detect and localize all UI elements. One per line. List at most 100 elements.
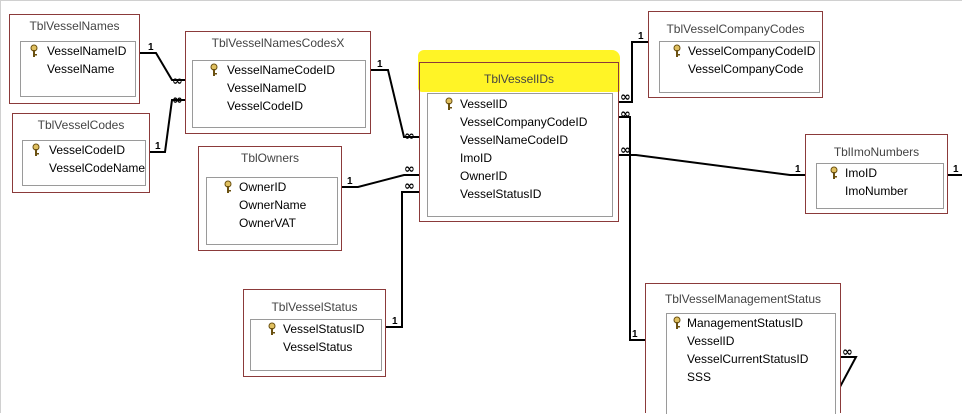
field-vessel-id[interactable]: VesselID [428,95,612,113]
primary-key-icon [32,143,40,156]
primary-key-icon [268,322,276,335]
field-label: VesselNameCodeID [227,63,336,77]
field-label: SSS [687,370,712,384]
table-vessel-names[interactable]: TblVesselNames VesselNameID VesselName [9,14,140,104]
card-one: 1 [392,316,398,327]
card-many: ∞ [620,143,631,158]
card-one: 1 [155,141,161,152]
table-title: TblOwners [240,151,299,165]
field-label: VesselCompanyCode [688,62,804,76]
rel-company-to-ids[interactable] [618,41,648,103]
card-one: 1 [638,31,644,42]
field-vessel-current-status-id[interactable]: VesselCurrentStatusID [667,350,835,368]
rel-names-to-x[interactable] [138,52,186,81]
table-title: TblVesselIDs [483,72,555,86]
field-label: VesselCurrentStatusID [687,352,809,366]
field-label: VesselCodeName [49,161,146,175]
field-vessel-name-id[interactable]: VesselNameID [193,79,365,97]
table-title: TblVesselStatus [271,300,358,314]
field-label: OwnerID [239,180,287,194]
field-vessel-name[interactable]: VesselName [21,60,135,78]
canvas-top-border [0,0,962,1]
table-imo-numbers[interactable]: TblImoNumbers ImoID ImoNumber [805,134,948,214]
field-label: ImoID [460,151,493,165]
field-list: VesselStatusID VesselStatus [250,319,382,371]
table-title: TblVesselNamesCodesX [211,36,345,50]
field-vessel-status-id[interactable]: VesselStatusID [428,185,612,203]
field-label: VesselCompanyCodeID [688,44,816,58]
field-vessel-name-id[interactable]: VesselNameID [21,42,135,60]
field-owner-vat[interactable]: OwnerVAT [207,214,337,232]
primary-key-icon [210,63,218,76]
field-vessel-id[interactable]: VesselID [667,332,835,350]
card-many: ∞ [172,93,183,108]
field-label: VesselNameID [47,44,127,58]
field-vessel-company-code-id[interactable]: VesselCompanyCodeID [428,113,612,131]
field-list: ImoID ImoNumber [816,163,944,209]
rel-imo-to-ids[interactable] [618,154,806,176]
field-imo-id[interactable]: ImoID [817,164,943,182]
card-one: 1 [632,329,638,340]
table-vessel-status[interactable]: TblVesselStatus VesselStatusID VesselSta… [243,289,386,377]
field-label: VesselCompanyCodeID [460,115,588,129]
field-vessel-name-code-id[interactable]: VesselNameCodeID [428,131,612,149]
field-label: VesselNameCodeID [460,133,569,147]
field-imo-id[interactable]: ImoID [428,149,612,167]
field-vessel-name-code-id[interactable]: VesselNameCodeID [193,61,365,79]
field-list: VesselNameID VesselName [20,41,136,97]
table-vessel-codes[interactable]: TblVesselCodes VesselCodeID VesselCodeNa… [12,113,150,193]
field-vessel-code-name[interactable]: VesselCodeName [23,159,145,177]
card-many: ∞ [404,179,415,194]
field-owner-id[interactable]: OwnerID [207,178,337,196]
field-label: ManagementStatusID [687,316,804,330]
field-label: VesselCodeID [49,143,126,157]
table-vessel-company-codes[interactable]: TblVesselCompanyCodes VesselCompanyCodeI… [648,11,823,98]
field-sss[interactable]: SSS [667,368,835,386]
field-label: ImoNumber [845,184,908,198]
table-vessel-names-codes-x[interactable]: TblVesselNamesCodesX VesselNameCodeID Ve… [185,31,371,134]
card-many: ∞ [404,129,415,144]
card-one: 1 [377,59,383,70]
primary-key-icon [673,316,681,329]
card-one: 1 [347,176,353,187]
primary-key-icon [445,97,453,110]
field-label: ImoID [845,166,878,180]
field-label: VesselID [460,97,508,111]
rel-status-to-ids[interactable] [386,191,420,328]
rel-codes-to-x[interactable] [149,99,186,153]
card-one: 1 [953,164,959,175]
primary-key-icon [30,44,38,57]
field-label: VesselStatusID [283,322,365,336]
field-owner-id[interactable]: OwnerID [428,167,612,185]
field-owner-name[interactable]: OwnerName [207,196,337,214]
field-label: VesselName [47,62,115,76]
field-imo-number[interactable]: ImoNumber [817,182,943,200]
field-vessel-company-code[interactable]: VesselCompanyCode [660,60,819,78]
card-many: ∞ [404,162,415,177]
field-vessel-status[interactable]: VesselStatus [251,338,381,356]
field-label: VesselNameID [227,81,307,95]
field-vessel-code-id[interactable]: VesselCodeID [193,97,365,115]
card-many: ∞ [620,90,631,105]
field-management-status-id[interactable]: ManagementStatusID [667,314,835,332]
field-vessel-status-id[interactable]: VesselStatusID [251,320,381,338]
rel-owners-to-ids[interactable] [342,174,420,188]
table-title: TblVesselCompanyCodes [666,22,805,36]
rel-mgmt-to-ids[interactable] [618,116,646,341]
primary-key-icon [673,44,681,57]
table-owners[interactable]: TblOwners OwnerID OwnerName OwnerVAT [198,146,342,251]
field-label: VesselStatusID [460,187,542,201]
field-label: OwnerName [239,198,307,212]
field-label: VesselID [687,334,735,348]
field-label: OwnerVAT [239,216,296,230]
rel-x-to-ids[interactable] [369,69,420,138]
card-many: ∞ [620,107,631,122]
table-vessel-management-status[interactable]: TblVesselManagementStatus ManagementStat… [645,283,841,414]
field-list: VesselCodeID VesselCodeName [22,140,146,186]
table-title: TblVesselNames [29,19,120,33]
field-list: ManagementStatusID VesselID VesselCurren… [666,313,836,414]
table-vessel-ids[interactable]: TblVesselIDs VesselID VesselCompanyCodeI… [419,62,619,222]
field-vessel-company-code-id[interactable]: VesselCompanyCodeID [660,42,819,60]
field-vessel-code-id[interactable]: VesselCodeID [23,141,145,159]
field-list: VesselCompanyCodeID VesselCompanyCode [659,41,820,93]
